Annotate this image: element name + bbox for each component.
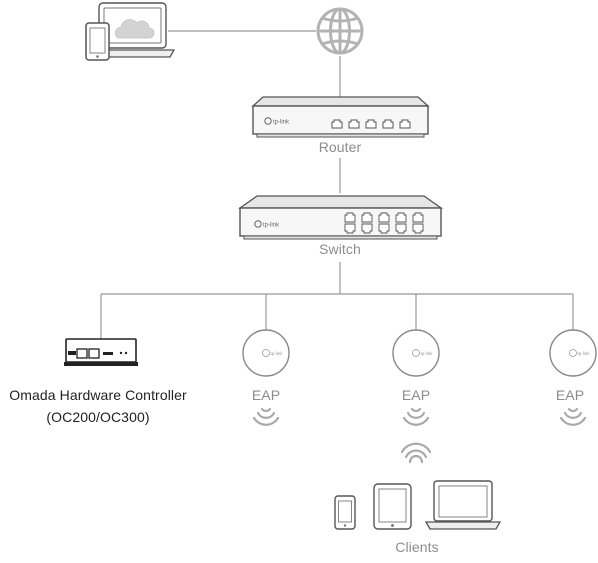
eap-icon: tp-link bbox=[242, 329, 290, 377]
laptop-phone-cloud-icon bbox=[85, 2, 176, 61]
eap-icon: tp-link bbox=[392, 329, 440, 377]
globe-icon bbox=[316, 7, 364, 55]
switch-icon: tp-link bbox=[237, 195, 444, 240]
controller-label-line1: Omada Hardware Controller bbox=[9, 387, 187, 403]
controller-label-line2: (OC200/OC300) bbox=[46, 409, 150, 425]
eap-2-brand: tp-link bbox=[421, 351, 434, 356]
laptop-icon bbox=[424, 480, 502, 530]
wifi-icon bbox=[252, 407, 280, 426]
clients-label: Clients bbox=[395, 539, 439, 555]
router-brand: tp-link bbox=[273, 120, 290, 126]
phone-icon bbox=[334, 495, 356, 530]
eap-3-brand: tp-link bbox=[578, 351, 591, 356]
switch-label: Switch bbox=[319, 241, 361, 257]
switch-brand: tp-link bbox=[263, 223, 280, 229]
router-label: Router bbox=[318, 139, 362, 155]
eap-1-brand: tp-link bbox=[271, 351, 284, 356]
eap-1-label: EAP bbox=[251, 387, 281, 403]
eap-3-label: EAP bbox=[555, 387, 585, 403]
wifi-icon bbox=[402, 407, 430, 426]
wifi-icon bbox=[400, 442, 432, 464]
eap-icon: tp-link bbox=[549, 329, 597, 377]
eap-2-label: EAP bbox=[401, 387, 431, 403]
controller-icon bbox=[64, 338, 138, 366]
router-icon: tp-link bbox=[251, 96, 430, 138]
wifi-icon bbox=[559, 407, 587, 426]
connection-lines bbox=[100, 30, 574, 339]
tablet-icon bbox=[373, 483, 412, 530]
